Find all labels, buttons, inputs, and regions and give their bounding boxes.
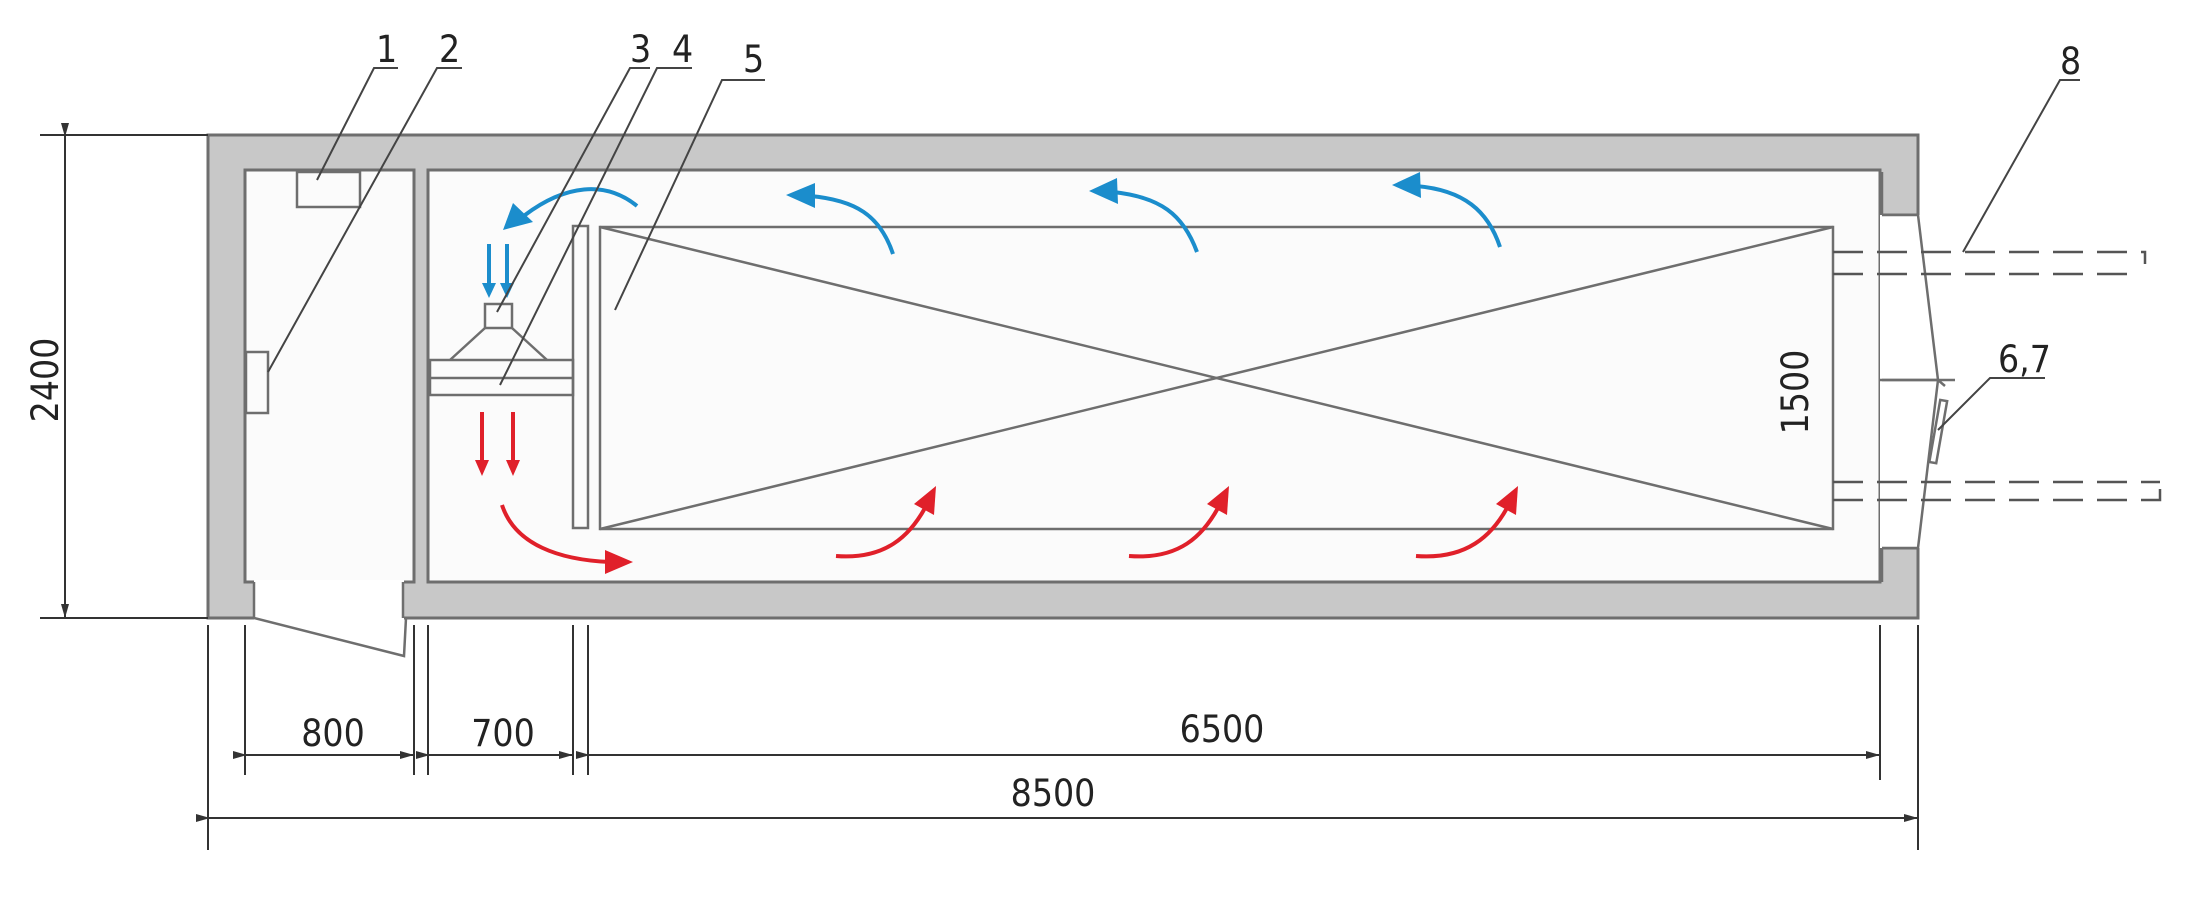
return-air-arrow (523, 187, 639, 217)
dim-700: 700 (471, 712, 535, 755)
callout-6-7: 6,7 (1998, 338, 2051, 381)
airflow (475, 172, 1518, 574)
hot-air-arrow (1128, 507, 1220, 559)
kiln-chamber-interior (426, 168, 1882, 584)
baffle-board (571, 224, 590, 530)
hot-air-arrow (1415, 507, 1509, 559)
fan-shroud (449, 327, 548, 361)
lumber-stack-5 (598, 225, 1835, 531)
dimension-lines (40, 123, 1919, 850)
dim-6500: 6500 (1180, 708, 1265, 751)
callout-3: 3 (630, 28, 651, 71)
hot-air-arrow (500, 504, 611, 564)
control-room-interior (243, 168, 416, 584)
rails-8 (1833, 250, 2162, 502)
cold-air-arrow (1112, 190, 1199, 253)
callout-4: 4 (672, 28, 693, 71)
hot-air-arrow (835, 507, 927, 559)
dim-height-2400: 2400 (24, 338, 67, 423)
callout-8: 8 (2060, 40, 2081, 83)
cold-air-arrow (809, 194, 895, 255)
kiln-gate (1880, 172, 1940, 582)
equipment (244, 170, 1835, 531)
callout-leaders (267, 67, 2080, 431)
dim-chamber-width-1500: 1500 (1774, 350, 1817, 435)
control-panel-2 (244, 350, 270, 415)
room-door (252, 582, 408, 658)
callout-5: 5 (743, 38, 764, 81)
dim-8500: 8500 (1011, 772, 1096, 815)
fan-motor-3 (483, 302, 514, 330)
control-unit-1 (295, 170, 362, 209)
door-hinge-6-7 (1927, 398, 1949, 465)
callout-2: 2 (439, 28, 460, 71)
building-walls (206, 133, 1940, 658)
cold-air-arrow (1415, 184, 1502, 248)
dim-800: 800 (301, 712, 365, 755)
callout-1: 1 (376, 28, 397, 71)
